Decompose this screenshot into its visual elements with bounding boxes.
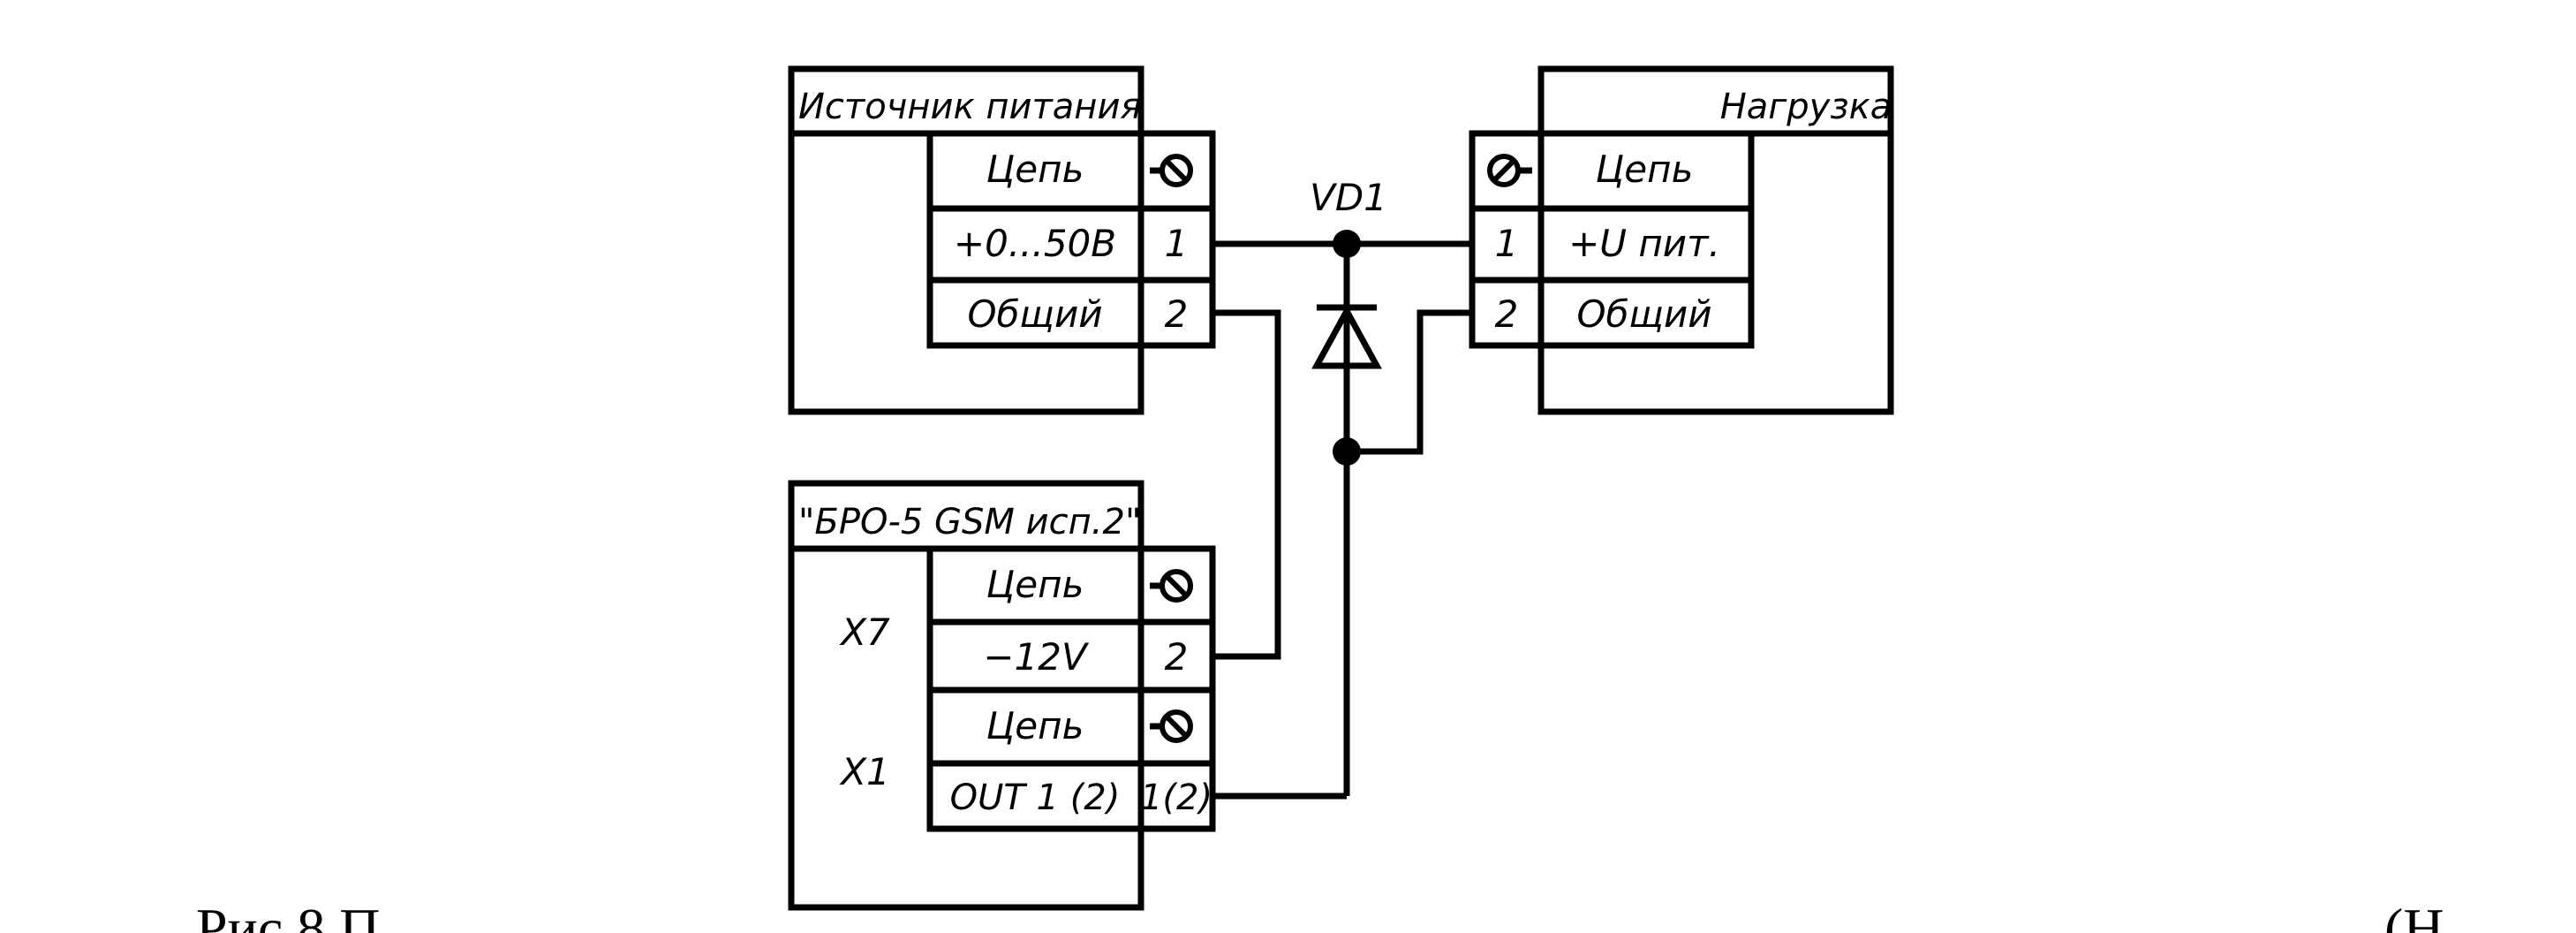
power-source-row-label: +0...50В: [954, 222, 1116, 265]
load-block: [1469, 65, 1894, 415]
junction-dot-bottom: [1333, 437, 1361, 466]
diode-symbol: [1311, 292, 1382, 389]
load-row-pin: 1: [1495, 222, 1519, 265]
load-row-label: Общий: [1576, 292, 1711, 336]
load-header-label: Цепь: [1596, 148, 1694, 191]
terminal-screw-icon: [1150, 569, 1193, 603]
terminal-screw-icon: [1150, 709, 1193, 743]
power-source-title: Источник питания: [798, 87, 1142, 127]
junction-dot-top: [1333, 230, 1361, 258]
bro-block: [788, 480, 1216, 911]
connector-x7-header: Цепь: [986, 563, 1084, 606]
power-source-row-label: Общий: [967, 292, 1102, 336]
load-title: Нагрузка: [1720, 87, 1892, 127]
load-row-label: +U пит.: [1568, 222, 1720, 265]
bro-title: "БРО-5 GSM исп.2": [798, 502, 1141, 542]
figure-caption-right: (Н: [2384, 897, 2444, 933]
connector-x1-name: X1: [839, 750, 890, 793]
wire-load-common: [1347, 309, 1472, 455]
connector-x7-label: −12V: [983, 635, 1090, 679]
load-row-pin: 2: [1495, 292, 1519, 336]
connector-x1-label: OUT 1 (2): [950, 778, 1121, 818]
power-source-row-pin: 1: [1165, 222, 1189, 265]
terminal-screw-icon: [1487, 154, 1532, 187]
connector-x7-name: X7: [839, 611, 890, 654]
terminal-screw-icon: [1150, 154, 1193, 187]
connector-x1-pin: 1(2): [1140, 778, 1212, 818]
power-source-row-pin: 2: [1165, 292, 1189, 336]
connector-x7-pin: 2: [1165, 635, 1189, 679]
diode-label: VD1: [1310, 176, 1387, 219]
power-source-block: [788, 65, 1216, 415]
wire-source-common: [1212, 309, 1281, 660]
power-source-header-label: Цепь: [986, 148, 1084, 191]
connector-x1-header: Цепь: [986, 704, 1084, 747]
figure-caption-left: Рис.8 П: [196, 897, 380, 933]
